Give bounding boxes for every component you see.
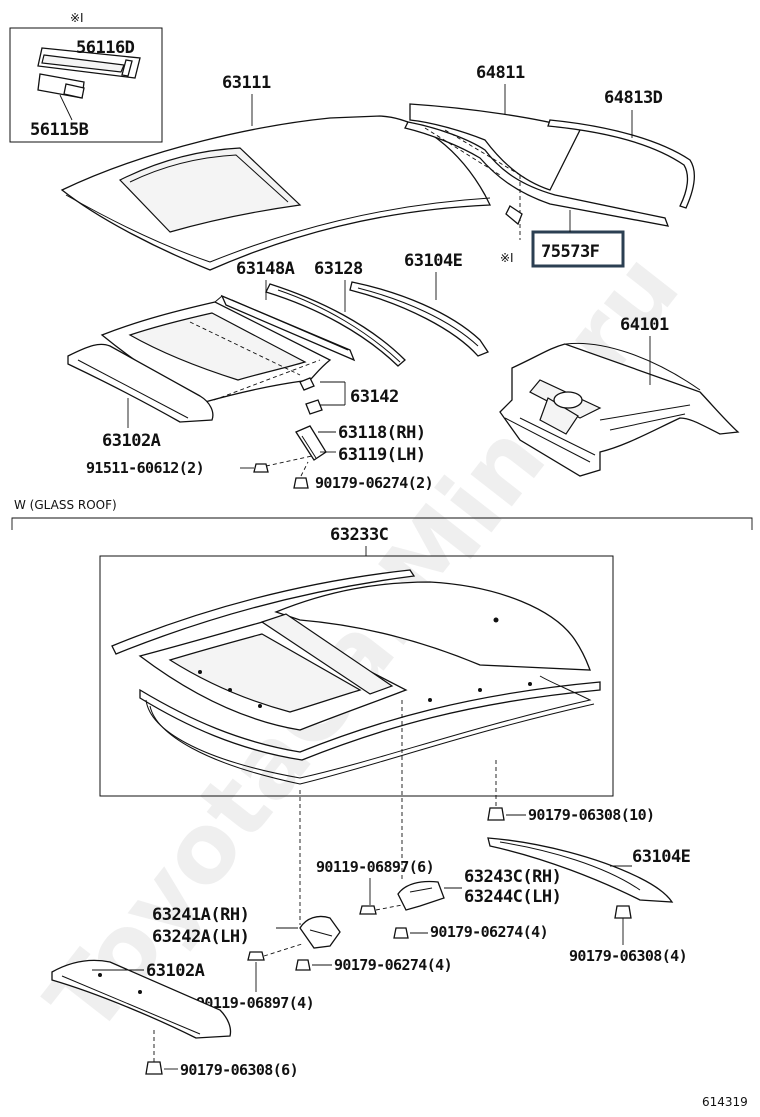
glass-roof-section-label: W (GLASS ROOF) [14,498,117,512]
part-63243C-63244C-bracket [397,880,445,911]
part-63102A-bottom-header [51,959,232,1039]
label-64101: 64101 [620,315,669,335]
part-63104E-bottom-bow [487,837,674,903]
label-63111: 63111 [222,73,271,93]
part-64101-rear-floor [499,342,740,477]
part-63241A-63242A-bracket [299,915,341,949]
label-56115B: 56115B [30,120,89,140]
fastener-91511-60612 [253,463,269,473]
part-64811-back-panel [404,103,670,227]
fastener-90179-06274-4-a [393,927,409,939]
part-63118-63119-bracket [295,425,327,461]
part-63104E-top-bow [349,281,489,357]
part-63111-roof-panel [60,115,492,271]
part-56115B-drawing [37,73,85,99]
fastener-90119-06897-6 [359,905,377,915]
label-63102A-bottom: 63102A [146,961,205,981]
label-64813D: 64813D [604,88,663,108]
fastener-90119-06897-4 [247,951,265,961]
part-63128-reinforcement [265,283,406,367]
label-63104E-top: 63104E [404,251,463,271]
label-63102A-top: 63102A [102,431,161,451]
part-64813D-weatherstrip [547,119,696,209]
part-63102A-top-header [67,343,214,423]
label-63244C-lh: 63244C(LH) [464,887,561,907]
fastener-90179-06308-6 [145,1061,163,1075]
label-63119-lh: 63119(LH) [338,445,426,465]
label-90179-06308-4: 90179-06308(4) [569,947,687,965]
part-63142-brackets [299,377,346,415]
highlight-box-75573F [531,230,625,268]
label-63241A-rh: 63241A(RH) [152,905,249,925]
label-63243C-rh: 63243C(RH) [464,867,561,887]
label-63233C: 63233C [330,525,388,545]
part-63233C-glass-roof-assembly [111,569,601,785]
ref-symbol-64811: ※I [500,251,514,265]
label-63118-rh: 63118(RH) [338,423,426,443]
inset-box [9,27,163,143]
fastener-90179-06308-4 [614,905,632,919]
label-90179-06274-4-b: 90179-06274(4) [334,956,452,974]
fastener-90179-06274-4-b [295,959,311,971]
label-90119-06897-4: 90119-06897(4) [196,994,314,1012]
part-63148A-reinforcement [220,294,356,362]
label-90179-06274-4-a: 90179-06274(4) [430,923,548,941]
glass-roof-assembly-box [99,555,614,797]
label-90179-06308-6: 90179-06308(6) [180,1061,298,1079]
label-90119-06897-6: 90119-06897(6) [316,858,434,876]
fastener-90179-06274-top [293,477,309,489]
part-56116D-drawing [37,47,141,79]
diagram-id: 614319 [702,1095,748,1109]
label-63148A: 63148A [236,259,295,279]
label-56116D: 56116D [76,38,135,58]
label-91511-60612: 91511-60612(2) [86,459,204,477]
label-63142: 63142 [350,387,399,407]
label-75573F[interactable]: 75573F [541,242,600,262]
label-90179-06274-2: 90179-06274(2) [315,474,433,492]
label-63242A-lh: 63242A(LH) [152,927,249,947]
fastener-90179-06308-10 [487,807,505,821]
label-64811: 64811 [476,63,525,83]
label-63104E-bottom: 63104E [632,847,691,867]
label-63128: 63128 [314,259,363,279]
inset-ref-symbol: ※I [70,11,84,25]
label-90179-06308-10: 90179-06308(10) [528,806,654,824]
